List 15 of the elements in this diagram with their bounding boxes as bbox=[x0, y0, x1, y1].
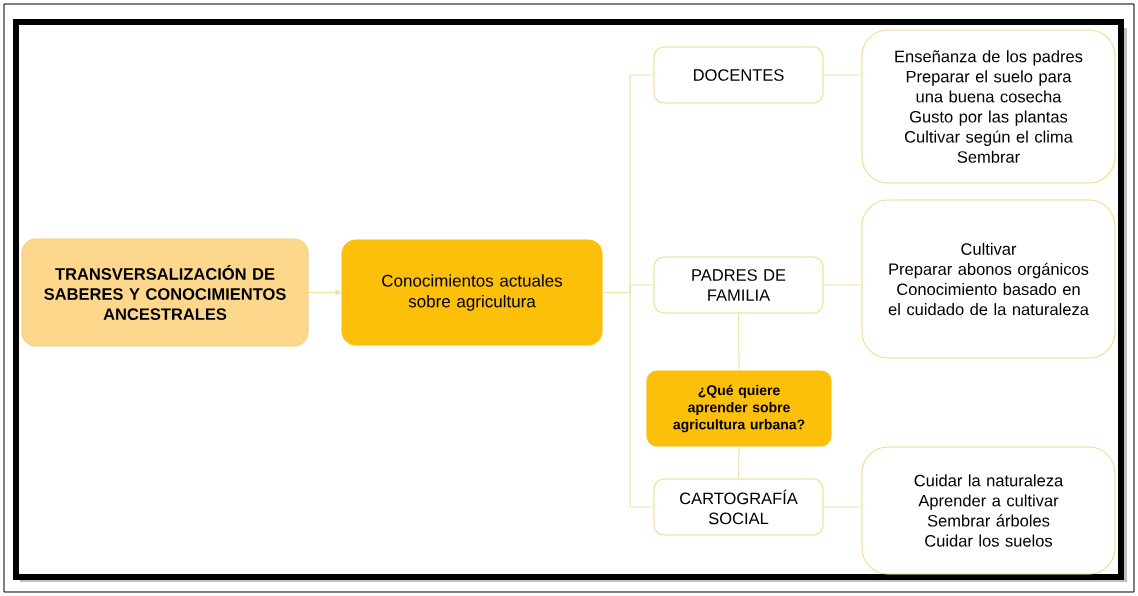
list-box: Cuidar la naturaleza Aprender a cultivar Sembrar árboles Cuidar los suelos bbox=[861, 446, 1116, 575]
group-box: CARTOGRAFÍA SOCIAL bbox=[653, 478, 824, 536]
list-box: Enseñanza de los padres Preparar el suelo para una buena cosecha Gusto por las plantas Cultivar según el clima Sembrar bbox=[861, 29, 1116, 184]
connector bbox=[737, 445, 740, 480]
process-box: Conocimientos actuales sobre agricultura bbox=[341, 239, 603, 346]
connector bbox=[601, 291, 655, 508]
list-box: Cultivar Preparar abonos orgánicos Conocimiento basado en el cuidado de la naturaleza bbox=[861, 199, 1116, 359]
connector bbox=[737, 312, 740, 372]
group-box: PADRES DE FAMILIA bbox=[653, 256, 824, 314]
title-box: TRANSVERSALIZACIÓN DE SABERES Y CONOCIMIENTOS ANCESTRALES bbox=[21, 238, 309, 347]
connector bbox=[822, 506, 863, 508]
group-box: DOCENTES bbox=[653, 46, 824, 104]
connector bbox=[822, 74, 863, 76]
connector bbox=[822, 284, 863, 286]
question-box: ¿Qué quiere aprender sobre agricultura urbana? bbox=[646, 370, 832, 447]
